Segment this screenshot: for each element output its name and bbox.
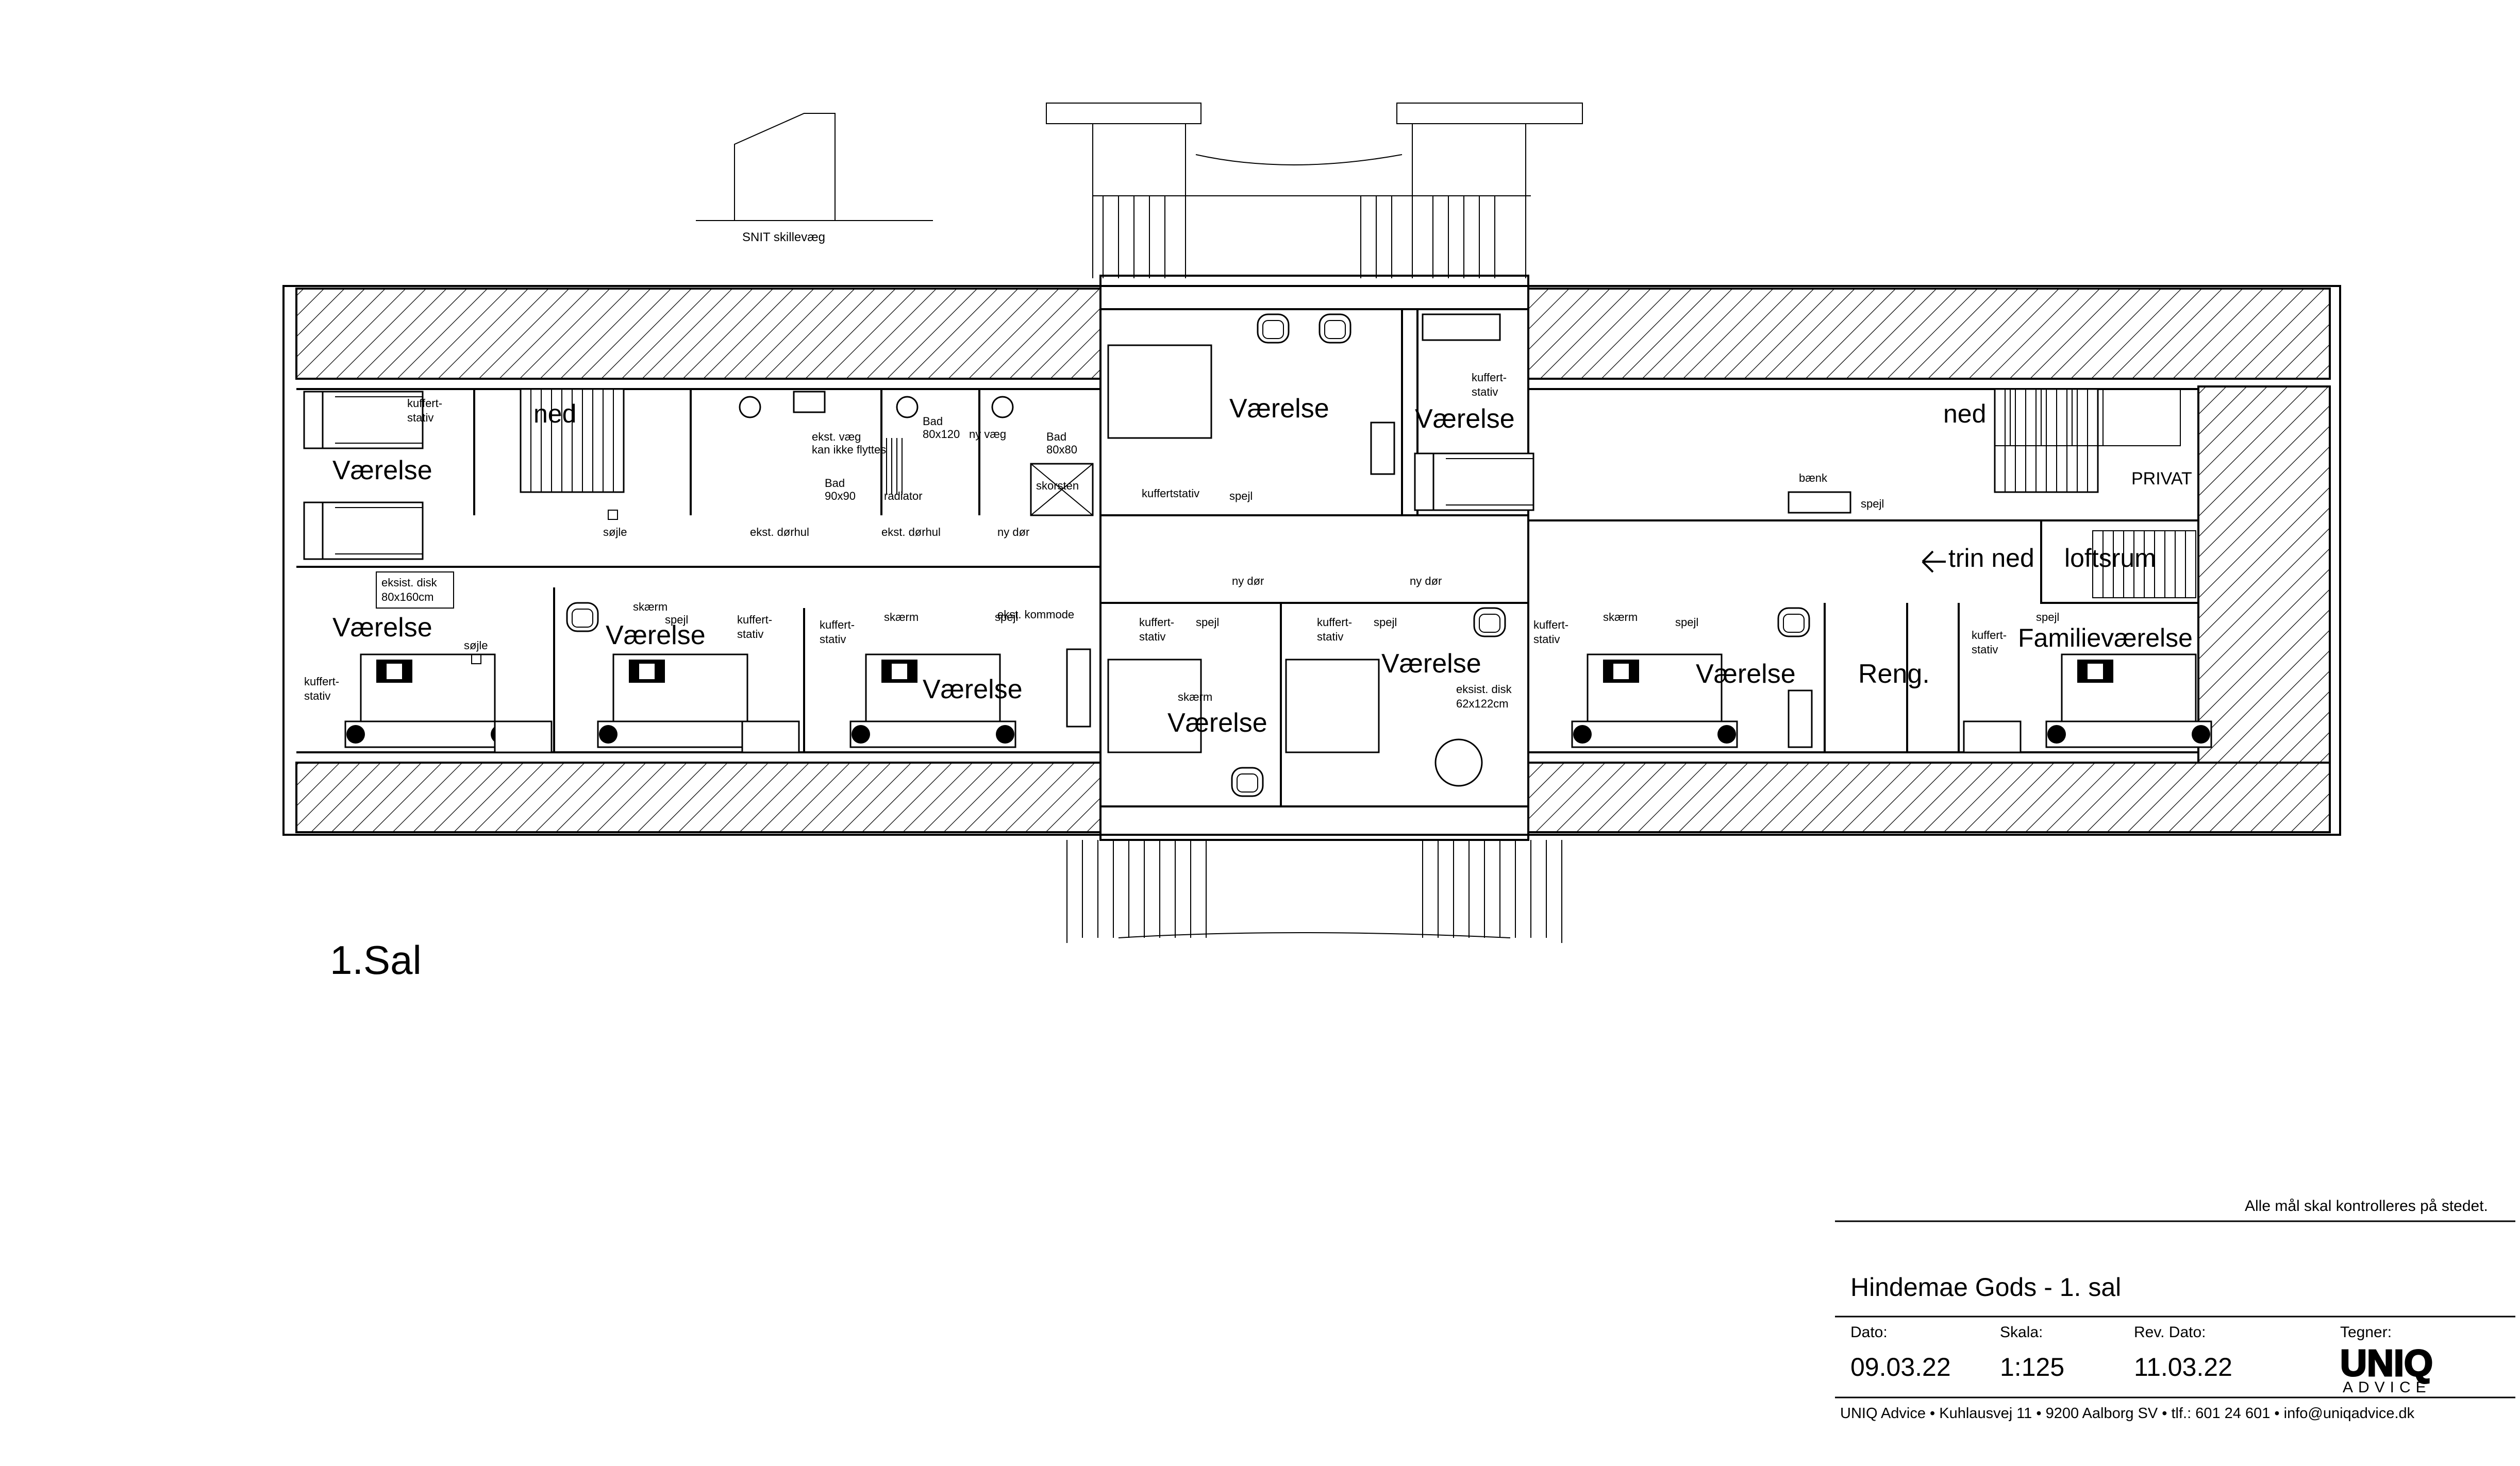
date-value: 09.03.22 [1850,1353,1951,1381]
svg-text:stativ: stativ [1317,630,1343,643]
room-label: Værelse [1167,708,1267,738]
company-logo: UNIQ [2340,1343,2433,1384]
scale-label: Skala: [2000,1324,2043,1341]
title-block: Alle mål skal kontrolleres på stedet. Hi… [1835,1198,2515,1422]
svg-text:spejl: spejl [665,613,688,626]
svg-text:radiator: radiator [884,490,923,502]
stair-label: ned [1943,399,1986,428]
svg-text:ny væg: ny væg [969,428,1006,441]
svg-text:90x90: 90x90 [825,490,856,502]
svg-text:Bad: Bad [923,415,943,428]
svg-text:ekst. kommode: ekst. kommode [997,608,1074,621]
svg-text:kuffertstativ: kuffertstativ [1142,487,1199,500]
room-label: Værelse [606,620,706,650]
svg-text:stativ: stativ [737,628,763,641]
floor-label: 1.Sal [330,937,422,983]
svg-text:80x160cm: 80x160cm [381,591,434,603]
stair-label: ned [533,399,576,428]
room-label: Værelse [332,613,432,643]
room-label: Reng. [1858,659,1930,689]
footer-contact: UNIQ Advice • Kuhlausvej 11 • 9200 Aalbo… [1840,1405,2415,1422]
top-portico [1046,103,1583,278]
svg-text:ekst. dørhul: ekst. dørhul [750,526,809,538]
svg-text:ny dør: ny dør [1232,575,1264,587]
svg-text:skærm: skærm [884,611,919,624]
svg-text:kuffert-: kuffert- [304,675,339,688]
room-label: Værelse [1381,649,1481,679]
furniture [303,313,2212,797]
svg-text:kuffert-: kuffert- [407,397,442,410]
room-label: Familieværelse [2018,624,2193,652]
room-label: Værelse [332,456,432,485]
svg-text:kuffert-: kuffert- [737,613,772,626]
section-label: SNIT skillevæg [742,230,825,244]
svg-text:eksist. disk: eksist. disk [381,576,438,589]
svg-text:spejl: spejl [1374,616,1397,629]
svg-text:Bad: Bad [825,477,845,490]
svg-text:stativ: stativ [1533,633,1560,646]
svg-text:Bad: Bad [1046,430,1066,443]
svg-text:kan ikke flyttes: kan ikke flyttes [812,443,886,456]
svg-text:skærm: skærm [633,600,667,613]
svg-text:skærm: skærm [1603,611,1638,624]
section-diagram: SNIT skillevæg [696,113,933,244]
svg-text:ekst. væg: ekst. væg [812,430,861,443]
svg-text:kuffert-: kuffert- [1472,371,1507,384]
building-outline [282,275,2341,841]
annotations: kuffert- stativ kuffert- stativ kuffert-… [304,371,2059,710]
scale-value: 1:125 [2000,1353,2064,1381]
svg-text:stativ: stativ [1139,630,1165,643]
svg-text:skærm: skærm [1178,690,1212,703]
svg-text:stativ: stativ [1472,385,1498,398]
date-label: Dato: [1850,1324,1888,1341]
svg-text:spejl: spejl [1861,497,1884,510]
svg-text:ekst. dørhul: ekst. dørhul [881,526,941,538]
interior-walls [296,309,2199,806]
svg-text:ny dør: ny dør [997,526,1029,538]
svg-text:80x80: 80x80 [1046,443,1077,456]
svg-text:søjle: søjle [603,526,627,538]
direction-labels: ned ned PRIVAT trin ned [533,399,2192,573]
svg-text:stativ: stativ [820,633,846,646]
room-label: Værelse [1415,404,1515,434]
step-down-label: trin ned [1948,544,2034,572]
svg-text:kuffert-: kuffert- [1972,629,2007,642]
project-title: Hindemae Gods - 1. sal [1850,1273,2121,1302]
bottom-portico [1066,840,1562,943]
svg-text:bænk: bænk [1799,471,1828,484]
rev-date-label: Rev. Dato: [2134,1324,2206,1341]
svg-text:spejl: spejl [1675,616,1698,629]
svg-text:kuffert-: kuffert- [1139,616,1174,629]
company-logo-sub: ADVICE [2343,1379,2431,1396]
svg-text:62x122cm: 62x122cm [1456,697,1509,710]
svg-text:spejl: spejl [1229,490,1253,502]
svg-text:stativ: stativ [407,411,433,424]
private-label: PRIVAT [2131,469,2192,488]
svg-text:kuffert-: kuffert- [1533,618,1568,631]
svg-text:søjle: søjle [464,639,488,652]
room-label: Værelse [923,675,1023,704]
room-label: Værelse [1696,659,1796,689]
svg-text:80x120: 80x120 [923,428,960,441]
svg-text:skorsten: skorsten [1036,479,1079,492]
svg-text:stativ: stativ [304,689,330,702]
svg-text:stativ: stativ [1972,643,1998,656]
rev-date-value: 11.03.22 [2134,1353,2232,1381]
svg-text:spejl: spejl [1196,616,1219,629]
svg-text:spejl: spejl [2036,611,2059,624]
disclaimer: Alle mål skal kontrolleres på stedet. [2245,1198,2488,1215]
svg-text:spejl: spejl [995,611,1018,624]
svg-text:kuffert-: kuffert- [1317,616,1352,629]
room-label: loftsrum [2064,544,2156,572]
svg-text:eksist. disk: eksist. disk [1456,683,1512,696]
room-label: Værelse [1229,394,1329,424]
svg-text:kuffert-: kuffert- [820,618,855,631]
svg-text:ny dør: ny dør [1410,575,1442,587]
drawer-label: Tegner: [2340,1324,2392,1341]
room-labels: Værelse Værelse Værelse Værelse Værelse … [332,394,2193,738]
